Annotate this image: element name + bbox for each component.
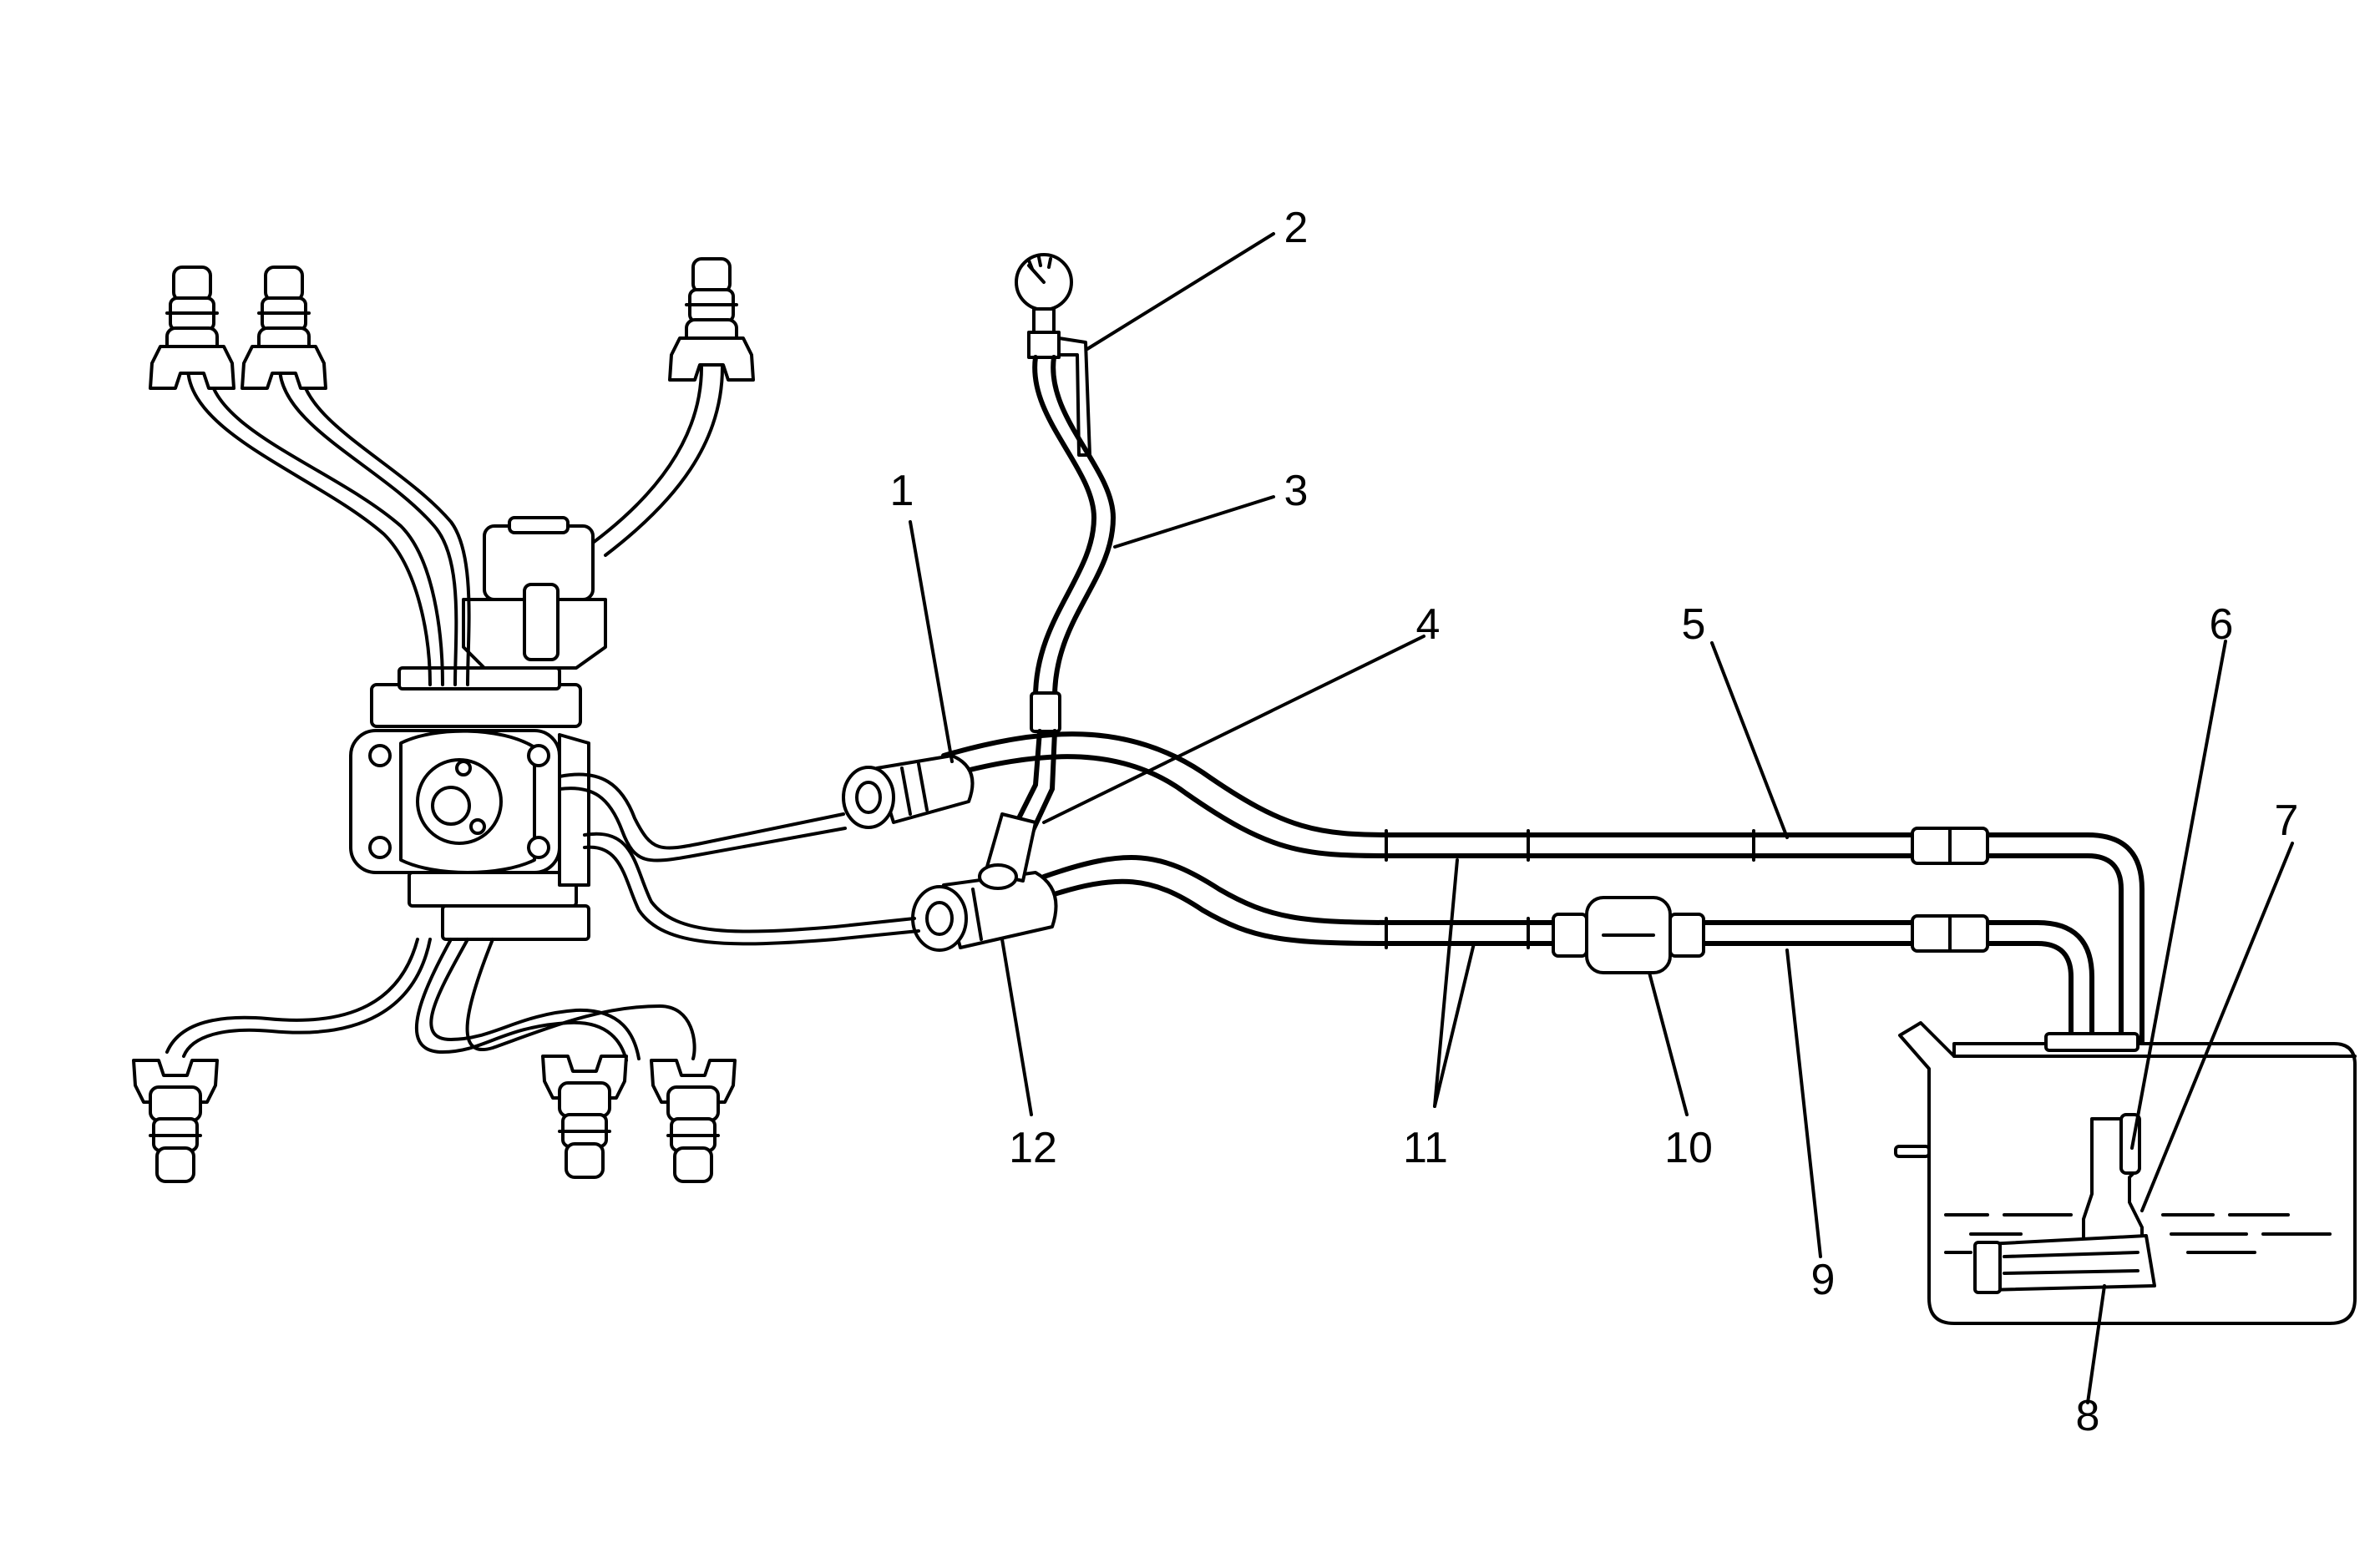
fuel-injector-4 [132, 1059, 219, 1183]
fuel-injector-2 [241, 266, 327, 390]
fuel-injector-5 [541, 1055, 628, 1179]
leader-lines [909, 232, 2294, 1404]
callout-9: 9 [1811, 1256, 1836, 1304]
fuel-pump-module [1973, 1113, 2156, 1294]
gauge-hose [1008, 355, 1116, 842]
callout-4: 4 [1416, 600, 1441, 649]
injector-wires-top [186, 366, 724, 686]
callout-7: 7 [2275, 797, 2299, 845]
fuel-pressure-regulator [462, 516, 607, 670]
callout-6: 6 [2210, 600, 2234, 649]
fuel-level-lines [1944, 1213, 2332, 1254]
callout-3: 3 [1284, 467, 1309, 515]
injector-wires-bottom [165, 938, 696, 1062]
gauge-fitting [978, 812, 1037, 890]
fuel-injector-3 [668, 257, 755, 382]
callout-2: 2 [1284, 204, 1309, 252]
fuel-line-joints [1385, 829, 1755, 949]
fuel-pressure-gauge [1015, 253, 1091, 457]
callout-12: 12 [1009, 1124, 1057, 1172]
callout-5: 5 [1682, 600, 1706, 649]
callout-labels: 1 2 3 4 5 6 7 8 9 10 11 12 [890, 204, 2299, 1440]
fuel-return-line [1041, 855, 2094, 1055]
fuel-injector-6 [650, 1059, 737, 1183]
callout-11: 11 [1403, 1124, 1448, 1172]
return-line-connector [1911, 914, 1989, 953]
callout-1: 1 [890, 467, 914, 515]
callout-8: 8 [2076, 1392, 2100, 1440]
rail-hoses [558, 772, 920, 946]
fuel-rail-block [349, 666, 590, 941]
inline-fuel-filter [1552, 896, 1705, 974]
fuel-injector-1 [149, 266, 235, 390]
callout-10: 10 [1664, 1124, 1713, 1172]
feed-line-connector [1911, 827, 1989, 865]
feed-hose-connector [842, 754, 975, 829]
